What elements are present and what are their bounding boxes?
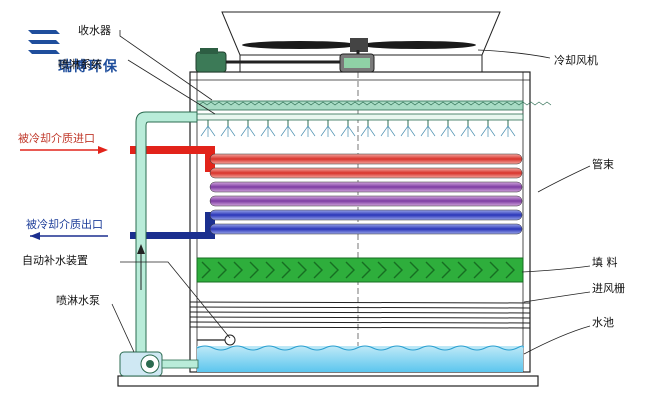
louver-blade bbox=[189, 301, 531, 304]
spray-nozzle bbox=[220, 120, 236, 137]
spray-nozzle bbox=[260, 120, 276, 137]
tube-pass bbox=[209, 195, 523, 207]
brand-logo bbox=[26, 26, 136, 82]
spray-nozzle bbox=[400, 120, 416, 137]
spray-nozzle bbox=[300, 120, 316, 137]
louver-blade bbox=[189, 311, 531, 314]
fill-chevron bbox=[281, 261, 291, 279]
label-basin: 水池 bbox=[592, 316, 614, 329]
inlet-pipe bbox=[130, 146, 212, 154]
outlet-header bbox=[205, 212, 215, 239]
label-spray-system: 喷淋系统 bbox=[58, 58, 102, 71]
label-outlet: 被冷却介质出口 bbox=[26, 218, 103, 231]
label-auto-water: 自动补水装置 bbox=[22, 254, 88, 267]
fill-chevron bbox=[409, 261, 419, 279]
tube-pass bbox=[209, 209, 523, 221]
spray-header bbox=[196, 113, 524, 121]
pump-icon bbox=[119, 351, 199, 377]
fill-chevron bbox=[313, 261, 323, 279]
fill-chevron bbox=[233, 261, 243, 279]
fill-chevron bbox=[297, 261, 307, 279]
fill-media bbox=[196, 257, 524, 283]
tube-pass bbox=[209, 223, 523, 235]
tube-pass bbox=[209, 167, 523, 179]
base-frame bbox=[117, 375, 539, 387]
louver-blade bbox=[189, 321, 531, 324]
fill-chevron bbox=[393, 261, 403, 279]
outlet-arrow bbox=[30, 232, 108, 240]
tube-bundle bbox=[209, 153, 523, 235]
label-eliminator: 收水器 bbox=[78, 24, 111, 37]
spray-nozzle bbox=[420, 120, 436, 137]
spray-nozzle bbox=[380, 120, 396, 137]
fill-chevron bbox=[329, 261, 339, 279]
fill-chevron bbox=[505, 261, 515, 279]
tube-pass bbox=[209, 153, 523, 165]
label-tube-bundle: 管束 bbox=[592, 158, 614, 171]
spray-nozzle bbox=[500, 120, 516, 137]
spray-nozzles bbox=[200, 120, 516, 137]
brand-name: 瑞博环保 bbox=[58, 59, 118, 75]
label-spray-pump: 喷淋水泵 bbox=[56, 294, 100, 307]
outlet-pipe bbox=[130, 232, 212, 239]
spray-nozzle bbox=[280, 120, 296, 137]
fill-chevron bbox=[473, 261, 483, 279]
motor-icon bbox=[195, 48, 340, 73]
spray-nozzle bbox=[240, 120, 256, 137]
fill-chevron bbox=[425, 261, 435, 279]
fill-chevron bbox=[361, 261, 371, 279]
fan-icon bbox=[242, 38, 476, 73]
fill-chevron bbox=[489, 261, 499, 279]
spray-nozzle bbox=[320, 120, 336, 137]
fill-chevron bbox=[345, 261, 355, 279]
label-inlet: 被冷却介质进口 bbox=[18, 132, 95, 145]
spray-nozzle bbox=[440, 120, 456, 137]
label-air-inlet: 进风栅 bbox=[592, 282, 625, 295]
spray-nozzle bbox=[480, 120, 496, 137]
float-valve-icon bbox=[197, 334, 236, 346]
spray-nozzle bbox=[360, 120, 376, 137]
inlet-arrow bbox=[20, 146, 108, 154]
louver-blade bbox=[189, 306, 531, 309]
riser-pipe bbox=[135, 111, 198, 373]
tube-pass bbox=[209, 181, 523, 193]
drift-eliminator bbox=[196, 100, 524, 111]
fill-chevron bbox=[201, 261, 211, 279]
spray-nozzle bbox=[340, 120, 356, 137]
label-cooling-fan: 冷却风机 bbox=[554, 54, 598, 67]
label-fill: 填 料 bbox=[592, 256, 618, 269]
fill-chevron bbox=[249, 261, 259, 279]
spray-nozzle bbox=[460, 120, 476, 137]
louver-blade bbox=[189, 326, 531, 329]
fill-chevron bbox=[457, 261, 467, 279]
spray-nozzle bbox=[200, 120, 216, 137]
fill-chevron bbox=[441, 261, 451, 279]
fill-chevrons bbox=[201, 261, 515, 279]
louver-blade bbox=[189, 316, 531, 319]
fill-chevron bbox=[217, 261, 227, 279]
leader-lines bbox=[111, 30, 591, 355]
air-inlet-louvers bbox=[189, 301, 531, 329]
fill-chevron bbox=[377, 261, 387, 279]
fill-chevron bbox=[265, 261, 275, 279]
